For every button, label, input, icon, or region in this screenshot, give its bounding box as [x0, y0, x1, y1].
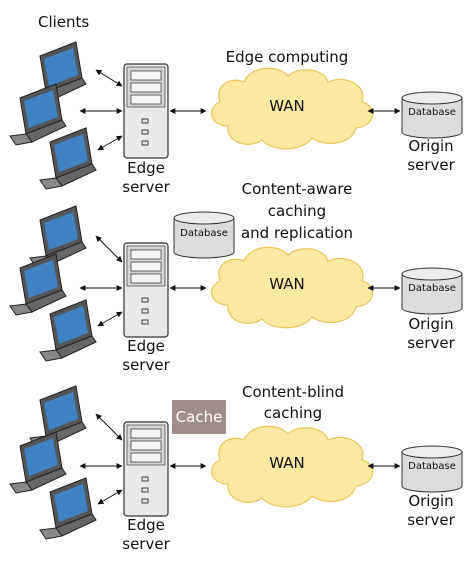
client-laptop-icon: [9, 253, 67, 316]
clients-label: Clients: [38, 13, 90, 31]
edge-server-icon: [123, 421, 169, 517]
origin-label: Origin: [408, 137, 454, 155]
wan-label: WAN: [269, 454, 305, 472]
section-edge-computing: [9, 41, 463, 190]
section-title: Edge computing: [225, 48, 349, 66]
connection-arrow: [95, 413, 123, 441]
client-laptop-icon: [29, 385, 87, 448]
cache-box: Cache: [172, 400, 226, 434]
origin-database-label: Database: [408, 461, 456, 472]
client-laptop-icon: [39, 299, 97, 362]
edge-server-label: Edge: [127, 159, 165, 177]
wan-label: WAN: [269, 275, 305, 293]
edge-server-label: Edge: [127, 337, 165, 355]
wan-label: WAN: [269, 97, 305, 115]
section-content-aware-caching: [9, 205, 463, 362]
section-content-blind-caching: [9, 385, 463, 540]
connection-arrow: [97, 489, 123, 505]
edge-server-label: server: [122, 178, 170, 196]
section-title: caching: [267, 202, 327, 220]
edge-server-icon: [123, 63, 169, 159]
origin-database-label: Database: [408, 283, 456, 294]
connection-arrow: [97, 311, 123, 327]
client-laptop-icon: [39, 477, 97, 540]
origin-database-label: Database: [408, 107, 456, 118]
origin-label: Origin: [408, 315, 454, 333]
connection-arrow: [95, 235, 123, 263]
client-laptop-icon: [29, 205, 87, 268]
edge-server-label: server: [122, 535, 170, 553]
origin-label: server: [407, 511, 455, 529]
client-laptop-icon: [39, 127, 97, 190]
origin-label: server: [407, 156, 455, 174]
connection-arrow: [97, 135, 123, 151]
origin-label: server: [407, 334, 455, 352]
edge-server-label: Edge: [127, 516, 165, 534]
section-title: caching: [263, 404, 323, 422]
origin-label: Origin: [408, 492, 454, 510]
connection-arrow: [95, 69, 123, 87]
client-laptop-icon: [9, 83, 67, 146]
edge-database-label: Database: [180, 228, 228, 239]
section-title: and replication: [240, 224, 354, 242]
client-laptop-icon: [9, 431, 67, 494]
edge-server-label: server: [122, 356, 170, 374]
section-title: Content-blind: [242, 383, 344, 401]
edge-server-icon: [123, 242, 169, 338]
section-title: Content-aware: [241, 180, 353, 198]
